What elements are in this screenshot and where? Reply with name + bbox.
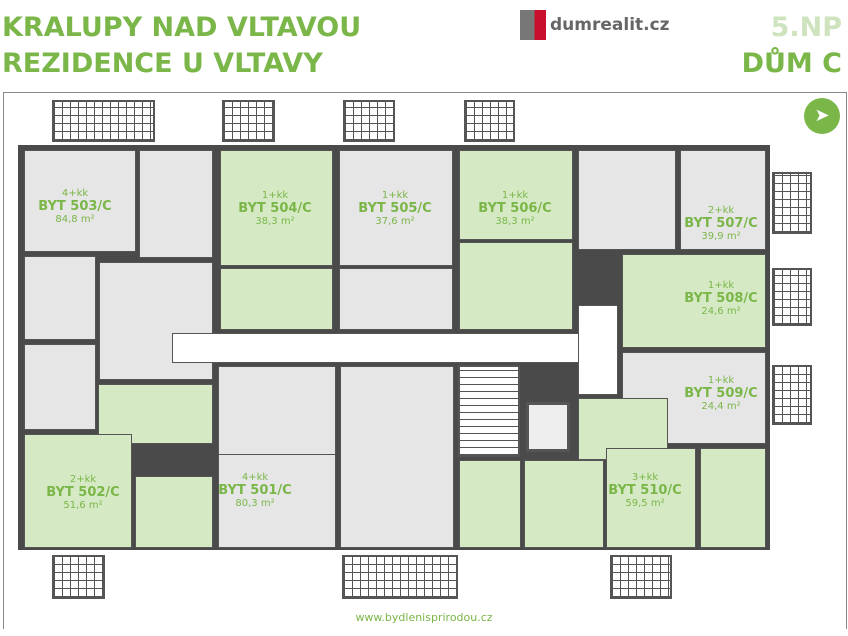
room — [220, 150, 333, 266]
room — [24, 434, 132, 548]
apartment-area: 80,3 m² — [235, 498, 275, 510]
apartment-area: 59,5 m² — [625, 498, 665, 510]
balcony — [342, 555, 458, 599]
dumrealit-logo: dumrealit.cz — [520, 10, 670, 40]
website-link[interactable]: www.bydlenisprirodou.cz — [355, 611, 493, 624]
room — [220, 268, 333, 330]
room — [524, 460, 604, 548]
apartment-name: BYT 504/C — [238, 200, 312, 216]
floor-label: 5.NP — [770, 12, 842, 43]
apartment-name: BYT 506/C — [478, 200, 552, 216]
project-title: KRALUPY NAD VLTAVOU — [2, 12, 362, 43]
balcony — [772, 268, 812, 326]
apartment-area: 24,6 m² — [701, 306, 741, 318]
logo-text: dumrealit.cz — [550, 15, 670, 35]
apartment-type: 1+kk — [501, 190, 529, 201]
room — [24, 344, 96, 430]
apartment-area: 38,3 m² — [255, 216, 295, 228]
balcony — [52, 100, 155, 142]
room — [135, 476, 213, 548]
apartment-type: 3+kk — [631, 472, 659, 483]
balcony — [52, 555, 105, 599]
apartment-name: BYT 510/C — [608, 482, 682, 498]
plan-frame — [3, 92, 847, 629]
apartment-area: 37,6 m² — [375, 216, 415, 228]
balcony — [464, 100, 515, 142]
apartment-type: 2+kk — [69, 474, 97, 485]
apartment-type: 4+kk — [241, 472, 269, 483]
balcony — [343, 100, 395, 142]
apartment-type: 1+kk — [707, 280, 735, 291]
room — [459, 242, 573, 330]
room — [24, 150, 136, 252]
apartment-area: 24,4 m² — [701, 401, 741, 413]
corridor — [578, 305, 618, 395]
apartment-name: BYT 501/C — [218, 482, 292, 498]
apartment-name: BYT 509/C — [684, 385, 758, 401]
house-label: DŮM C — [741, 48, 842, 79]
apartment-type: 4+kk — [61, 188, 89, 199]
project-subtitle: REZIDENCE U VLTAVY — [2, 48, 323, 79]
elevator — [526, 402, 570, 452]
apartment-area: 51,6 m² — [63, 500, 103, 512]
staircase — [458, 365, 520, 457]
apartment-type: 1+kk — [261, 190, 289, 201]
balcony — [222, 100, 275, 142]
room — [459, 150, 573, 240]
room — [680, 150, 766, 250]
apartment-type: 2+kk — [707, 205, 735, 216]
apartment-name: BYT 505/C — [358, 200, 432, 216]
apartment-name: BYT 503/C — [38, 198, 112, 214]
apartment-name: BYT 508/C — [684, 290, 758, 306]
apartment-area: 38,3 m² — [495, 216, 535, 228]
logo-mark-icon — [520, 10, 546, 40]
apartment-name: BYT 502/C — [46, 484, 120, 500]
apartment-area: 39,9 m² — [701, 231, 741, 243]
room — [606, 448, 696, 548]
room — [622, 254, 766, 348]
apartment-type: 1+kk — [381, 190, 409, 201]
room — [700, 448, 766, 548]
apartment-type: 1+kk — [707, 375, 735, 386]
room — [339, 268, 453, 330]
apartment-area: 84,8 m² — [55, 214, 95, 226]
room — [459, 460, 521, 548]
room — [218, 454, 336, 548]
room — [340, 366, 454, 548]
balcony — [772, 172, 812, 234]
balcony — [610, 555, 672, 599]
room — [24, 256, 96, 340]
balcony — [772, 365, 812, 425]
room — [578, 150, 676, 250]
room — [339, 150, 453, 266]
corridor — [172, 333, 592, 363]
room — [139, 150, 213, 258]
compass-arrow-icon: ➤ — [804, 98, 840, 134]
apartment-name: BYT 507/C — [684, 215, 758, 231]
